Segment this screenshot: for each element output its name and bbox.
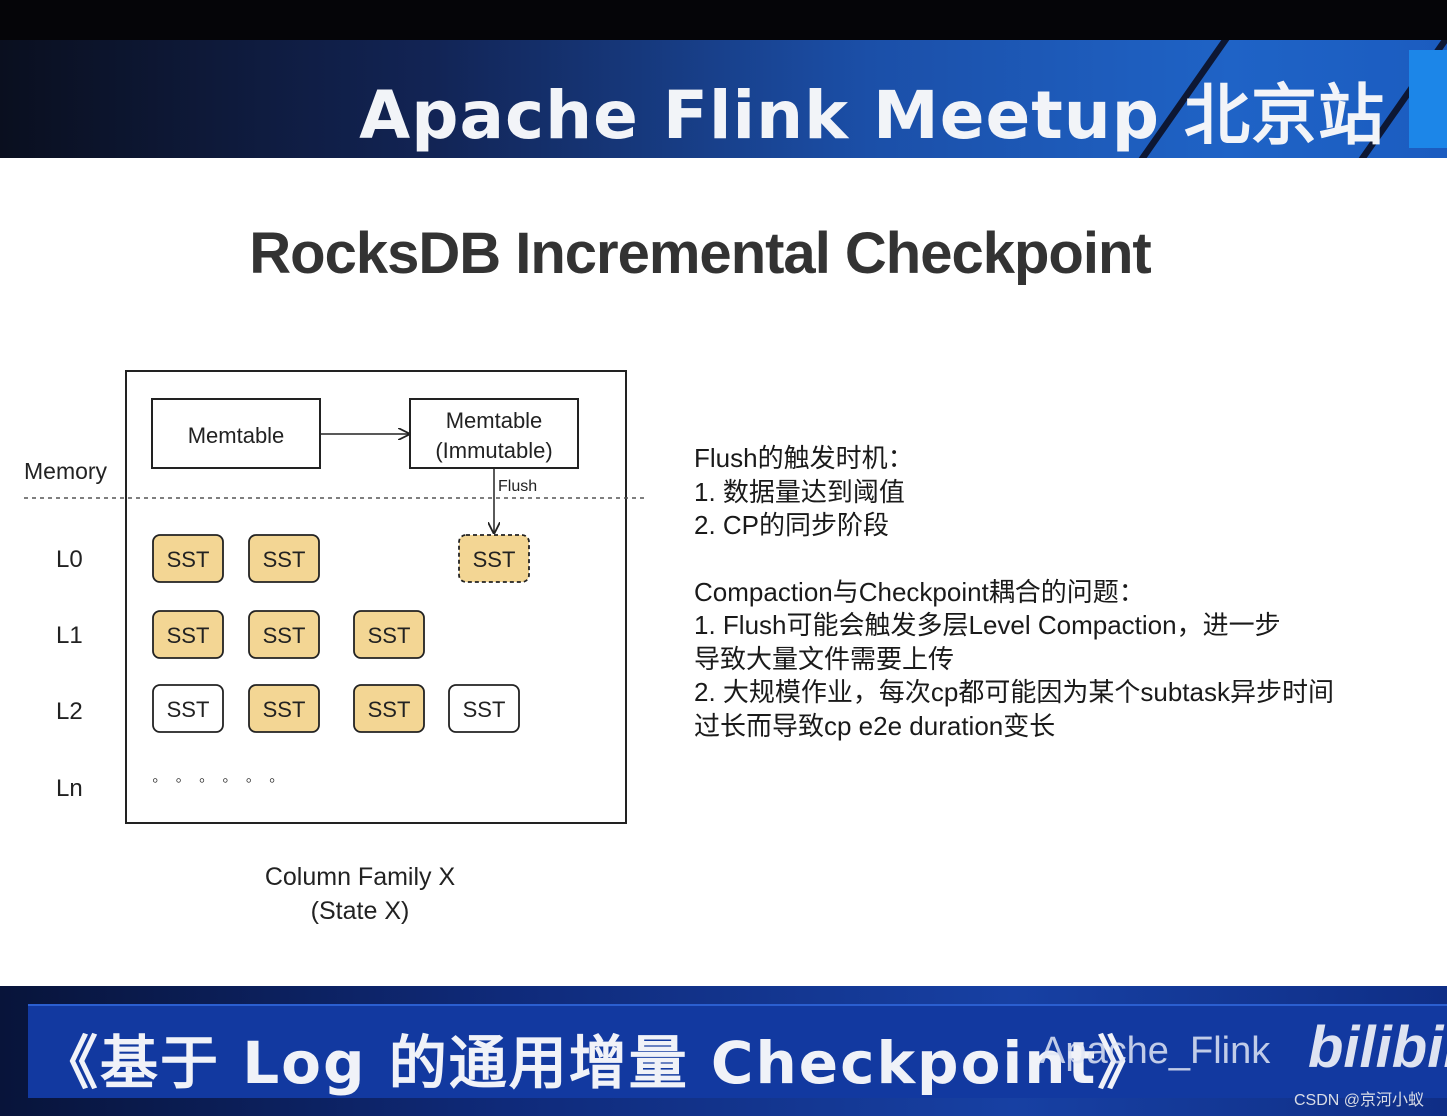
svg-text:SST: SST bbox=[368, 623, 411, 648]
svg-text:SST: SST bbox=[263, 547, 306, 572]
slide: RocksDB Incremental Checkpoint Memory Me… bbox=[0, 158, 1447, 986]
sst-block-plain: SST bbox=[152, 684, 224, 733]
banner-edge-block bbox=[1409, 50, 1447, 148]
level-label-l0: L0 bbox=[56, 546, 83, 573]
compaction-line: 2. 大规模作业，每次cp都可能因为某个subtask异步时间 bbox=[694, 677, 1334, 707]
svg-text:SST: SST bbox=[167, 697, 210, 722]
memtable-label: Memtable bbox=[188, 423, 285, 448]
bilibili-logo: bilibili bbox=[1308, 1015, 1447, 1080]
ln-ellipsis: ◦ ◦ ◦ ◦ ◦ ◦ bbox=[152, 770, 281, 790]
sst-block-plain: SST bbox=[448, 684, 520, 733]
level-label-l1: L1 bbox=[56, 622, 83, 649]
sst-block-flushing: SST bbox=[458, 534, 530, 583]
memory-label: Memory bbox=[24, 458, 108, 484]
svg-text:SST: SST bbox=[463, 697, 506, 722]
footer-banner: 《基于 Log 的通用增量 Checkpoint》 Apache_Flink b… bbox=[0, 986, 1447, 1116]
footer-title: 《基于 Log 的通用增量 Checkpoint》 bbox=[40, 1029, 1158, 1097]
column-family-box bbox=[125, 370, 627, 824]
level-label-l2: L2 bbox=[56, 698, 83, 725]
caption-line1: Column Family X bbox=[265, 863, 456, 891]
immutable-memtable-box bbox=[409, 398, 579, 469]
sst-block: SST bbox=[353, 610, 425, 659]
flush-trigger-section: Flush的触发时机： 1. 数据量达到阈值 2. CP的同步阶段 bbox=[694, 442, 1394, 543]
sst-block: SST bbox=[152, 610, 224, 659]
compaction-title: Compaction与Checkpoint耦合的问题： bbox=[694, 576, 1145, 607]
csdn-watermark: CSDN @京河小蚁 bbox=[1294, 1092, 1425, 1109]
sst-block: SST bbox=[248, 684, 320, 733]
sst-block: SST bbox=[248, 610, 320, 659]
sst-block: SST bbox=[152, 534, 224, 583]
immutable-label-line2: (Immutable) bbox=[435, 438, 552, 463]
compaction-line: 过长而导致cp e2e duration变长 bbox=[694, 710, 1056, 741]
rocksdb-diagram: Memory Memtable Memtable (Immutable) Flu… bbox=[24, 370, 646, 925]
svg-text:SST: SST bbox=[167, 623, 210, 648]
flush-trigger-title: Flush的触发时机： bbox=[694, 443, 914, 473]
top-black-bar bbox=[0, 0, 1447, 40]
svg-text:SST: SST bbox=[263, 623, 306, 648]
svg-text:SST: SST bbox=[167, 547, 210, 572]
svg-text:SST: SST bbox=[473, 547, 516, 572]
sst-block: SST bbox=[353, 684, 425, 733]
svg-text:SST: SST bbox=[263, 697, 306, 722]
flush-label: Flush bbox=[498, 478, 537, 495]
compaction-section: Compaction与Checkpoint耦合的问题： 1. Flush可能会触… bbox=[694, 576, 1394, 744]
level-label-ln: Ln bbox=[56, 775, 83, 802]
header-banner: Apache Flink Meetup 北京站 bbox=[0, 40, 1447, 158]
caption-line2: (State X) bbox=[311, 897, 410, 925]
memtable-box bbox=[151, 398, 321, 469]
svg-text:SST: SST bbox=[368, 697, 411, 722]
banner-title: Apache Flink Meetup 北京站 bbox=[359, 77, 1385, 154]
sst-block: SST bbox=[248, 534, 320, 583]
slide-title: RocksDB Incremental Checkpoint bbox=[249, 221, 1151, 286]
channel-watermark: Apache_Flink bbox=[1040, 1030, 1271, 1072]
compaction-line: 1. Flush可能会触发多层Level Compaction，进一步 bbox=[694, 610, 1281, 640]
compaction-line: 导致大量文件需要上传 bbox=[694, 643, 955, 674]
flush-trigger-item: 1. 数据量达到阈值 bbox=[694, 476, 905, 507]
immutable-label-line1: Memtable bbox=[446, 408, 543, 433]
notes-panel: Flush的触发时机： 1. 数据量达到阈值 2. CP的同步阶段 Compac… bbox=[694, 442, 1394, 776]
footer-inner-bar bbox=[28, 1004, 1447, 1098]
flush-trigger-item: 2. CP的同步阶段 bbox=[694, 510, 890, 540]
